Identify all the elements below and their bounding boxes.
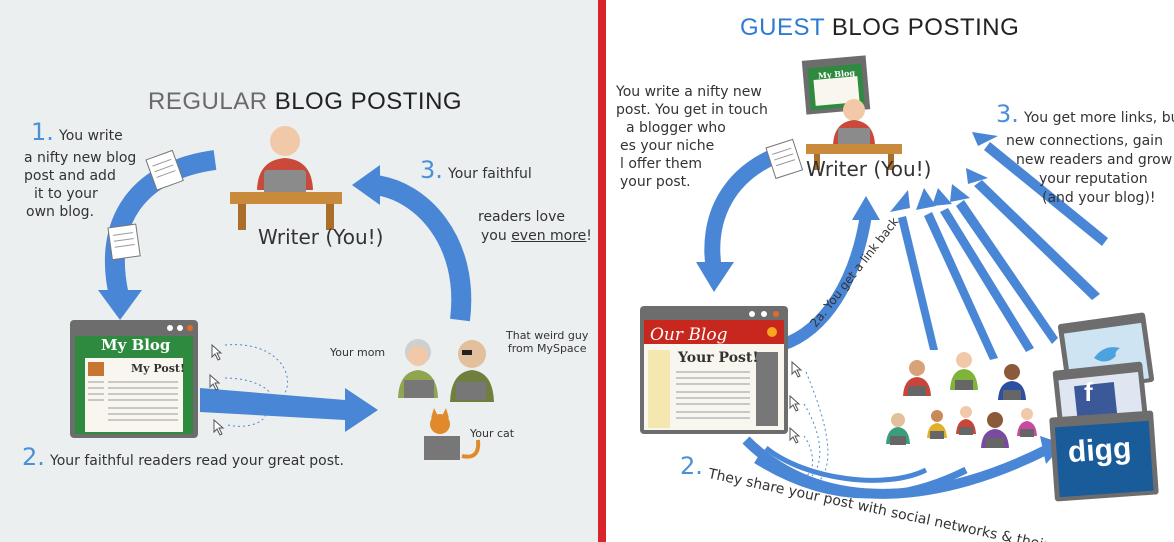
guest-posting-artwork	[640, 55, 1159, 502]
arrow-blog-to-readers	[200, 388, 378, 432]
arrow-link-back	[779, 214, 872, 351]
digg-logo: digg	[1066, 431, 1133, 470]
guest-step1-line: es your niche	[620, 138, 715, 154]
mom-reader-icon	[398, 339, 438, 398]
arrow-head-up	[852, 196, 880, 220]
step3-line: readers love	[478, 209, 565, 225]
step2-text: Your faithful readers read your great po…	[50, 453, 344, 469]
panel-divider	[598, 0, 606, 542]
our-blog-title: Our Blog	[650, 325, 728, 345]
step1-line: own blog.	[26, 204, 95, 220]
guest-title-prefix: GUEST	[740, 14, 825, 41]
step3-line-emphasis: you even more!	[481, 228, 592, 244]
dotted-path	[803, 435, 813, 477]
cat-label: Your cat	[470, 427, 515, 440]
guest-writer-figure-icon	[806, 99, 902, 170]
arrow-head-down	[696, 262, 734, 292]
arrow-share-swoosh	[754, 457, 968, 499]
step3-block: 3. Your faithful	[420, 156, 532, 185]
step1-line: You write	[59, 128, 123, 144]
readers-group-icon	[886, 352, 1037, 448]
step3-tail-post: !	[586, 228, 592, 244]
step3-tail-pre: you	[481, 228, 512, 244]
arrow-share-swoosh	[764, 446, 928, 483]
step1-line: post and add	[24, 168, 116, 184]
guest-step1-line: l offer them	[620, 156, 702, 172]
guest-step2-number: 2.	[680, 452, 703, 480]
weird-guy-label: That weird guy from MySpace	[506, 329, 589, 355]
guest-step3-line: new connections, gain	[1006, 133, 1163, 149]
step3-line: Your faithful	[448, 166, 532, 182]
digg-window-icon	[1049, 410, 1159, 502]
step1-block: 1. You write	[31, 118, 123, 147]
step1-number: 1.	[31, 118, 54, 146]
dotted-path	[803, 403, 821, 477]
regular-title: REGULAR BLOG POSTING	[148, 88, 462, 116]
mom-label: Your mom	[330, 346, 386, 359]
my-post-title: My Post!	[131, 362, 185, 375]
guest-title-rest: BLOG POSTING	[831, 14, 1020, 41]
guest-step3-block: 3. You get more links, build	[996, 100, 1174, 129]
cat-reader-icon	[424, 408, 481, 460]
weird-guy-line: That weird guy	[506, 329, 589, 342]
my-blog-window	[70, 320, 198, 438]
guest-step2-number-wrap: 2.	[680, 452, 703, 481]
arrows-readers-to-writer	[890, 132, 1108, 360]
weird-guy-reader-icon	[450, 340, 494, 402]
guest-step1-line: You write a nifty new	[616, 84, 762, 100]
my-blog-title: My Blog	[101, 336, 171, 354]
step1-line: it to your	[34, 186, 98, 202]
our-blog-window	[640, 306, 788, 434]
cursor-icon	[789, 360, 803, 444]
step1-line: a nifty new blog	[24, 150, 137, 166]
guest-step3-line: (and your blog)!	[1042, 190, 1156, 206]
guest-blog-posting-panel: GUEST BLOG POSTING Writer (You!) My Blog…	[606, 0, 1174, 542]
arrow-readers-to-writer	[373, 175, 472, 322]
guest-writer-label: Writer (You!)	[806, 157, 932, 181]
guest-step1-line: your post.	[620, 174, 691, 190]
step2-number: 2.	[22, 443, 45, 471]
dotted-path	[805, 371, 829, 481]
guest-step1-line: post. You get in touch	[616, 102, 768, 118]
guest-title: GUEST BLOG POSTING	[740, 14, 1019, 42]
guest-step3-number: 3.	[996, 100, 1019, 128]
arrow-head-down	[98, 290, 142, 320]
step2-block: 2. Your faithful readers read your great…	[22, 443, 344, 472]
cursor-icon	[209, 343, 225, 436]
step3-tail-underlined: even more	[511, 228, 587, 244]
paper-sheet-icon	[765, 138, 804, 180]
guest-step1-line: a blogger who	[626, 120, 726, 136]
facebook-logo: f	[1084, 377, 1093, 407]
regular-title-rest: BLOG POSTING	[274, 88, 463, 115]
arrow-writer-to-blog	[105, 150, 217, 303]
writer-label: Writer (You!)	[258, 225, 384, 249]
guest-step3-line: new readers and grow	[1016, 152, 1173, 168]
weird-guy-line: from MySpace	[507, 341, 587, 355]
arrow-head-left	[352, 165, 380, 205]
regular-blog-posting-panel: REGULAR BLOG POSTING Writer (You!) 1. Yo…	[0, 0, 598, 542]
dotted-path	[224, 377, 273, 406]
regular-posting-artwork	[70, 126, 494, 460]
your-post-title: Your Post!	[678, 350, 759, 366]
guest-step3-line: your reputation	[1039, 171, 1148, 187]
paper-sheet-icon	[145, 149, 184, 191]
dotted-path	[227, 409, 267, 427]
writer-figure-icon	[230, 126, 342, 230]
step3-number: 3.	[420, 156, 443, 184]
dotted-path	[224, 344, 289, 401]
guest-step3-line: You get more links, build	[1024, 110, 1174, 126]
paper-sheet-icon	[107, 223, 141, 261]
regular-title-prefix: REGULAR	[148, 88, 268, 115]
